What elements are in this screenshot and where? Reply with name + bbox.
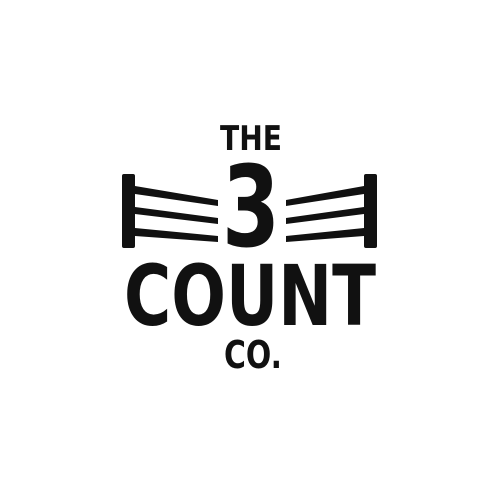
logo-word-count: COUNT — [124, 247, 376, 345]
ring-rope-right-middle — [286, 207, 364, 224]
ring-rope-left-top — [135, 186, 218, 206]
logo-word-the: THE — [220, 119, 282, 159]
wrestling-ring-icon — [122, 174, 377, 248]
ring-rope-left-middle — [135, 207, 218, 224]
ring-rope-right-top — [286, 186, 364, 206]
ring-rope-left-bottom — [135, 228, 218, 242]
ring-post-right — [364, 174, 377, 248]
ring-post-left — [122, 174, 135, 248]
ring-rope-right-bottom — [286, 228, 364, 242]
logo-word-co: CO. — [224, 333, 282, 377]
logo-numeral-three: 3 — [222, 143, 280, 273]
